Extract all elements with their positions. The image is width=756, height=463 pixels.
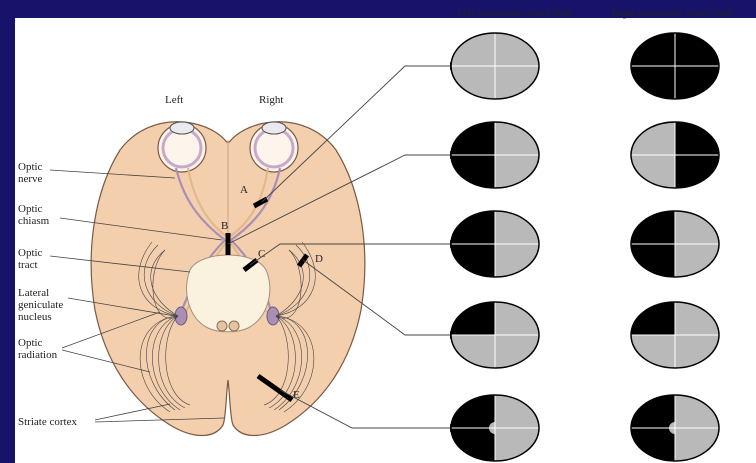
label-right: Right	[259, 94, 283, 106]
left-band	[0, 0, 15, 463]
midbrain	[187, 255, 270, 332]
lesion-label-a: A	[240, 184, 248, 196]
label-left: Left	[165, 94, 183, 106]
superior-colliculus-left	[217, 321, 227, 331]
superior-colliculus-right	[229, 321, 239, 331]
lesion-label-b: B	[221, 220, 228, 232]
header-left-field: Left monocular visual field	[457, 8, 572, 19]
lesion-label-d: D	[315, 253, 323, 265]
label-striate-cortex: Striate cortex	[18, 416, 77, 428]
header-right-field: Right monocular visual field	[612, 8, 733, 19]
